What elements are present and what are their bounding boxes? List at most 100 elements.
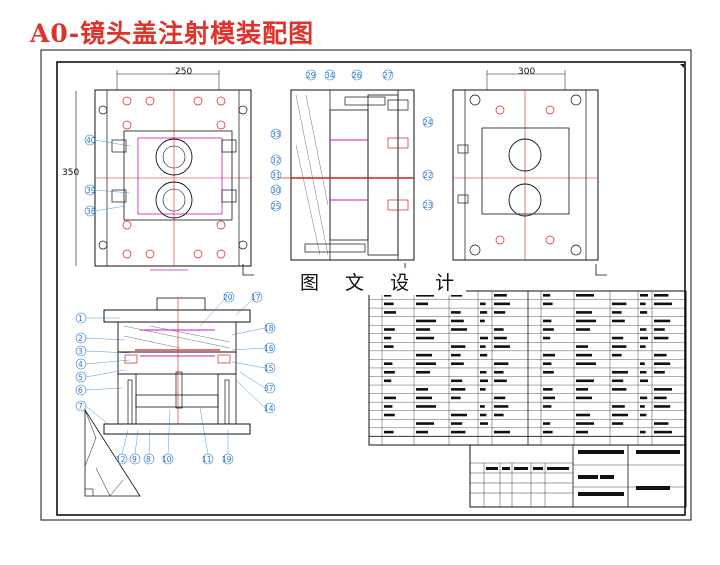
table-cell-mark xyxy=(640,294,648,297)
callout-27: 27 xyxy=(383,71,393,80)
table-cell-mark xyxy=(451,319,464,323)
callout-10: 10 xyxy=(162,455,172,464)
dimension-width-left: 250 xyxy=(175,67,193,77)
table-cell-mark xyxy=(384,302,394,306)
table-row-lines xyxy=(369,299,686,437)
table-cell-mark xyxy=(416,422,434,425)
table-cell-mark xyxy=(384,405,393,408)
table-cell-mark xyxy=(612,413,628,417)
table-cell-mark xyxy=(543,294,551,297)
table-cell-mark xyxy=(576,353,592,357)
table-cell-mark xyxy=(494,345,510,348)
top-middle-view: 29 34 26 27 33 32 31 30 25 24 22 23 xyxy=(270,69,434,276)
table-cell-mark xyxy=(654,319,671,323)
table-cell-mark xyxy=(384,294,392,297)
table-cell-mark xyxy=(612,336,624,340)
table-cell-mark xyxy=(480,336,488,340)
callout-8: 8 xyxy=(146,455,151,464)
table-cell-mark xyxy=(576,388,588,391)
table-cell-mark xyxy=(654,328,665,331)
table-cell-mark xyxy=(576,328,590,331)
callout-31: 31 xyxy=(271,171,281,180)
callout-29: 29 xyxy=(306,71,316,80)
outer-frame xyxy=(40,49,692,521)
table-cell-mark xyxy=(480,353,488,357)
table-cell-mark xyxy=(612,319,625,323)
table-cell-mark xyxy=(543,319,552,323)
table-cell-mark xyxy=(480,413,487,417)
watermark: 图 文 设 计 xyxy=(298,268,467,295)
inner-frame xyxy=(56,61,686,516)
table-cell-mark xyxy=(451,430,466,434)
table-cell-mark xyxy=(480,319,485,323)
table-cell-mark xyxy=(494,396,506,400)
table-cell-mark xyxy=(384,370,395,374)
table-cell-mark xyxy=(654,388,672,391)
table-cell-mark xyxy=(640,328,647,331)
callout-4: 4 xyxy=(78,360,83,369)
table-cell-mark xyxy=(640,405,645,408)
table-cell-mark xyxy=(640,370,647,374)
table-cell-mark xyxy=(494,370,504,374)
bottom-left-callouts: 1 2 3 4 5 6 7 20 17 xyxy=(75,291,276,465)
table-cell-mark xyxy=(576,430,588,434)
table-cell-mark xyxy=(451,328,467,331)
table-cell-mark xyxy=(640,311,648,314)
table-cell-mark xyxy=(576,396,592,400)
callout-37: 37 xyxy=(264,384,274,393)
top-left-view: 40 39 38 xyxy=(75,70,254,276)
table-cell-mark xyxy=(384,413,395,417)
table-cell-mark xyxy=(416,294,434,297)
callout-15: 15 xyxy=(264,364,274,373)
table-cell-mark xyxy=(416,396,432,400)
table-cell-mark xyxy=(416,388,428,391)
table-cell-mark xyxy=(384,379,392,383)
table-cell-mark xyxy=(384,336,392,340)
table-cell-mark xyxy=(543,362,552,365)
table-cell-mark xyxy=(480,345,486,348)
table-cell-mark xyxy=(384,430,394,434)
table-cell-mark xyxy=(416,362,436,365)
callout-40-label: 40 xyxy=(86,136,96,145)
callout-14: 14 xyxy=(264,404,274,413)
callout-19: 19 xyxy=(222,455,232,464)
table-cell-mark xyxy=(543,336,551,340)
table-cell-mark xyxy=(451,379,463,383)
callout-1: 1 xyxy=(78,314,83,323)
callout-7: 7 xyxy=(78,402,83,411)
table-cell-mark xyxy=(640,413,647,417)
table-cell-mark xyxy=(543,388,553,391)
table-cell-mark xyxy=(654,396,667,400)
top-middle-callouts: 29 34 26 27 33 32 31 30 25 24 22 23 xyxy=(270,69,434,212)
table-cell-mark xyxy=(612,345,627,348)
table-cell-mark xyxy=(494,413,504,417)
table-cell-mark xyxy=(451,413,467,417)
table-cell-mark xyxy=(576,345,588,348)
table-cell-mark xyxy=(480,379,488,383)
table-cell-mark xyxy=(654,336,669,340)
table-cell-mark xyxy=(416,336,434,340)
table-cell-mark xyxy=(494,430,510,434)
table-cell-mark xyxy=(416,353,432,357)
table-cell-mark xyxy=(480,311,488,314)
callout-9: 9 xyxy=(132,455,137,464)
table-cell-mark xyxy=(494,336,507,340)
table-cell-mark xyxy=(640,396,648,400)
callout-22: 22 xyxy=(423,171,433,180)
table-cell-mark xyxy=(416,302,428,306)
table-cell-mark xyxy=(451,311,461,314)
table-cell-mark xyxy=(612,302,627,306)
table-cell-mark xyxy=(576,294,594,297)
table-cell-mark xyxy=(612,422,624,425)
table-cell-mark xyxy=(384,328,395,331)
table-cell-mark xyxy=(480,422,488,425)
table-cell-mark xyxy=(451,362,464,365)
table-cell-mark xyxy=(640,345,646,348)
table-cell-mark xyxy=(480,302,486,306)
table-cell-mark xyxy=(576,319,596,323)
callout-33: 33 xyxy=(271,130,281,139)
table-cell-mark xyxy=(612,388,627,391)
table-cell-mark xyxy=(384,396,396,400)
callout-12: 12 xyxy=(116,455,126,464)
table-cell-mark xyxy=(576,422,594,425)
